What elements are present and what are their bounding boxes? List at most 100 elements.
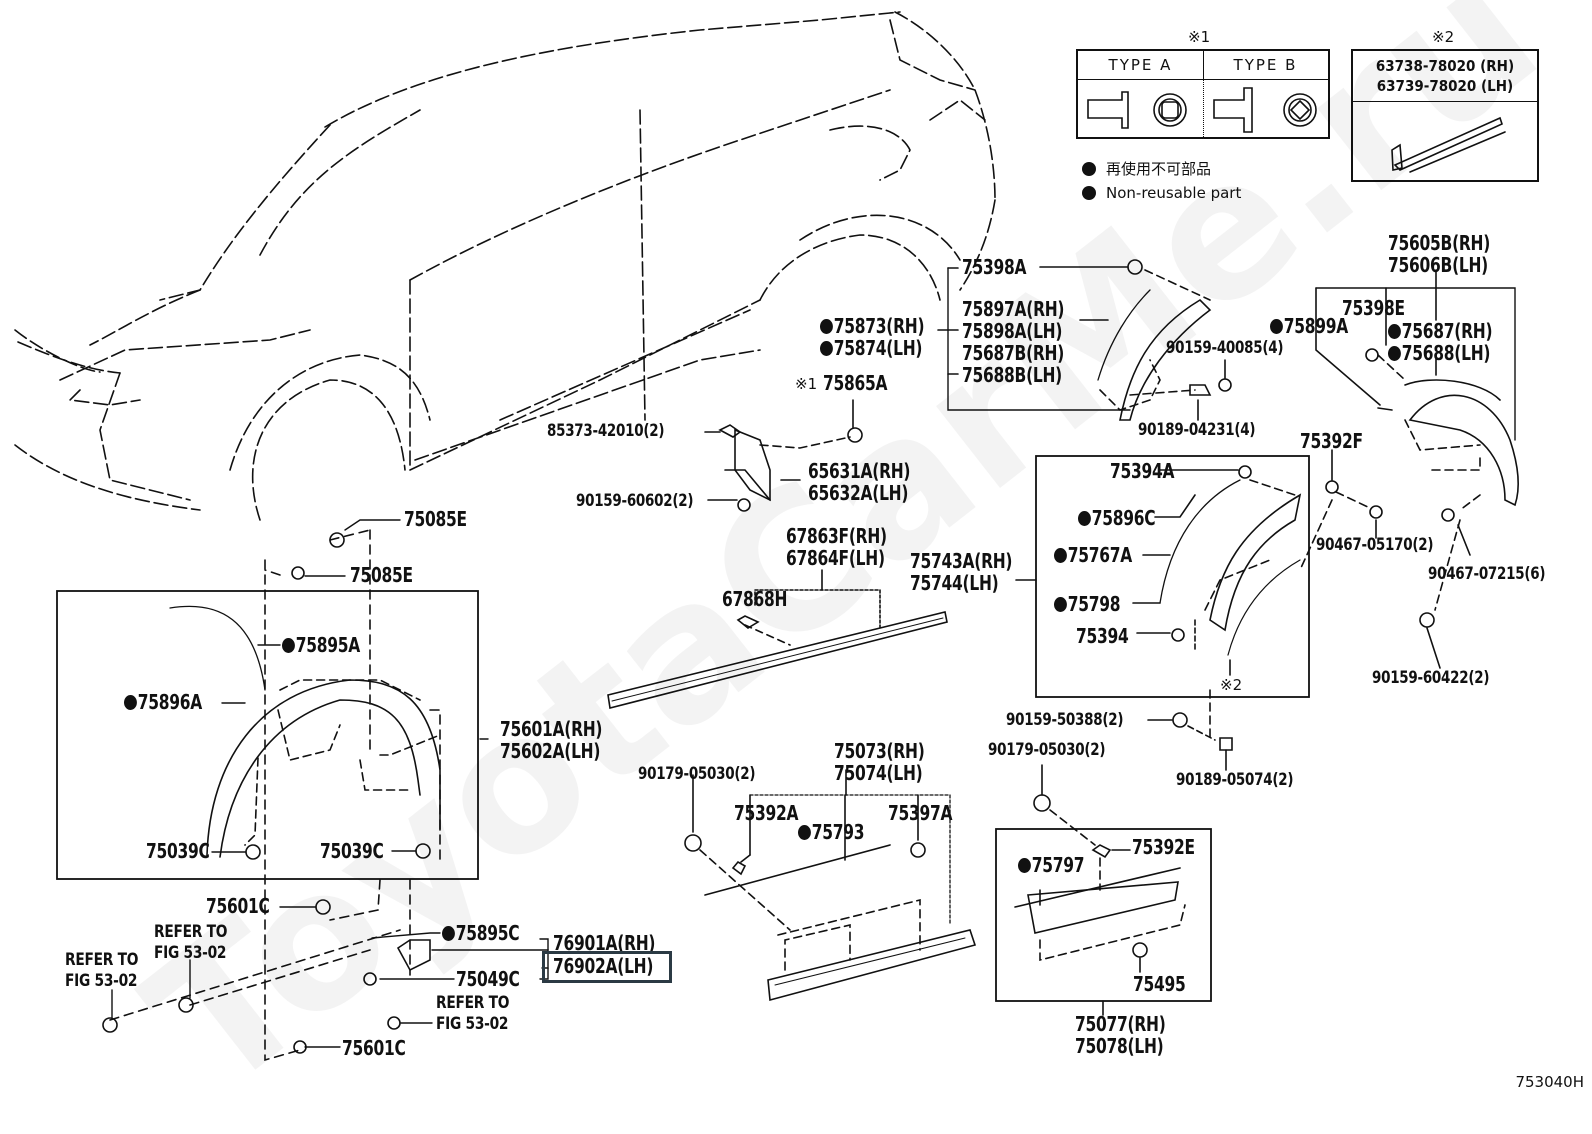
center-rear-parts — [937, 259, 1232, 421]
part-label-90467-05170[interactable]: 90467-05170(2) — [1316, 535, 1434, 555]
part-label-75073[interactable]: 75073(RH) — [834, 739, 925, 763]
part-label-75797[interactable]: 75797 — [1018, 854, 1085, 876]
rear-wheel-flare — [1315, 269, 1520, 669]
part-label-75874[interactable]: 75874(LH) — [820, 337, 922, 359]
part-label-75085E-upper[interactable]: 75085E — [404, 507, 467, 531]
part-label-75873[interactable]: 75873(RH) — [820, 315, 925, 337]
part-label-75394A[interactable]: 75394A — [1110, 459, 1175, 483]
side-bracket — [704, 399, 863, 512]
legend-part-rh[interactable]: 63738-78020 (RH) — [1375, 57, 1515, 75]
part-label-75039C-left[interactable]: 75039C — [146, 839, 210, 863]
note-2-marker: ※2 — [1432, 28, 1455, 46]
rear-door-flare — [1015, 449, 1383, 741]
rear-rocker-moulding — [1014, 844, 1186, 1016]
part-label-75897A[interactable]: 75897A(RH) — [962, 297, 1065, 321]
part-label-90467-07215[interactable]: 90467-07215(6) — [1428, 564, 1546, 584]
rear-door-flare-group-box — [1035, 455, 1310, 698]
non-reusable-dot-icon — [1054, 597, 1067, 612]
non-reusable-legend-en: Non-reusable part — [1082, 184, 1241, 202]
part-label-90159-60422[interactable]: 90159-60422(2) — [1372, 668, 1490, 688]
part-label-75074[interactable]: 75074(LH) — [834, 761, 923, 785]
guide-lines-left — [109, 529, 441, 1062]
part-label-75744[interactable]: 75744(LH) — [910, 571, 999, 595]
part-label-90159-50388[interactable]: 90159-50388(2) — [1006, 710, 1124, 730]
front-flare-group-box — [56, 590, 479, 880]
part-label-90159-40085[interactable]: 90159-40085(4) — [1166, 338, 1284, 358]
fasteners-left — [102, 532, 431, 1054]
non-reusable-dot-icon — [442, 926, 455, 941]
parts-diagram-artwork — [14, 11, 1520, 1062]
part-label-75077[interactable]: 75077(RH) — [1075, 1012, 1166, 1036]
non-reusable-dot-icon — [1082, 161, 1096, 176]
part-label-75398E[interactable]: 75398E — [1342, 296, 1405, 320]
part-label-90179-05030-left[interactable]: 90179-05030(2) — [638, 764, 756, 784]
part-label-76901A[interactable]: 76901A(RH) — [553, 931, 656, 955]
part-label-90179-05030-right[interactable]: 90179-05030(2) — [988, 740, 1106, 760]
front-rocker-moulding — [684, 769, 977, 1002]
part-label-75688[interactable]: 75688(LH) — [1388, 342, 1490, 364]
part-label-75606B[interactable]: 75606B(LH) — [1388, 253, 1489, 277]
note-2-marker-75394: ※2 — [1220, 676, 1243, 694]
part-label-75687[interactable]: 75687(RH) — [1388, 320, 1493, 342]
part-label-67863F[interactable]: 67863F(RH) — [786, 524, 887, 548]
part-label-75687B[interactable]: 75687B(RH) — [962, 341, 1065, 365]
part-label-75392A[interactable]: 75392A — [734, 801, 799, 825]
part-label-75896C[interactable]: 75896C — [1078, 507, 1156, 529]
non-reusable-dot-icon — [820, 341, 833, 356]
note-1-marker-75865A: ※1 — [795, 375, 818, 393]
leader-lines-left — [111, 519, 549, 1048]
part-label-90159-60602[interactable]: 90159-60602(2) — [576, 491, 694, 511]
part-label-75767A[interactable]: 75767A — [1054, 544, 1132, 566]
non-reusable-dot-icon — [282, 638, 295, 653]
non-reusable-dot-icon — [1388, 346, 1401, 361]
part-label-65632A[interactable]: 65632A(LH) — [808, 481, 909, 505]
part-label-75392F[interactable]: 75392F — [1300, 429, 1363, 453]
type-a-clip-illustration — [1087, 91, 1187, 129]
non-reusable-dot-icon — [1270, 319, 1283, 334]
refer-to-fig-53-02-link[interactable]: REFER TO FIG 53-02 — [154, 922, 228, 963]
non-reusable-legend-jp: 再使用不可部品 — [1082, 158, 1211, 179]
type-b-header: TYPE B — [1203, 51, 1328, 80]
part-label-75495[interactable]: 75495 — [1133, 972, 1186, 996]
part-label-75895C[interactable]: 75895C — [442, 922, 520, 944]
part-label-75039C-right[interactable]: 75039C — [320, 839, 384, 863]
legend-part-lh[interactable]: 63739-78020 (LH) — [1376, 77, 1514, 95]
part-label-75896A[interactable]: 75896A — [124, 691, 202, 713]
part-label-75049C[interactable]: 75049C — [456, 967, 520, 991]
vehicle-outline — [14, 11, 996, 521]
part-label-90189-04231[interactable]: 90189-04231(4) — [1138, 420, 1256, 440]
part-label-75895A[interactable]: 75895A — [282, 634, 360, 656]
non-reusable-dot-icon — [1082, 186, 1096, 200]
part-label-75392E[interactable]: 75392E — [1132, 835, 1195, 859]
part-label-75398A[interactable]: 75398A — [962, 255, 1027, 279]
refer-to-fig-53-02-link[interactable]: REFER TO FIG 53-02 — [436, 993, 510, 1034]
part-label-75601C-upper[interactable]: 75601C — [206, 894, 270, 918]
part-label-75602A[interactable]: 75602A(LH) — [500, 739, 601, 763]
part-label-75899A[interactable]: 75899A — [1270, 315, 1348, 337]
part-label-75793[interactable]: 75793 — [798, 821, 865, 843]
part-label-75394[interactable]: 75394 — [1076, 624, 1129, 648]
part-label-67868H[interactable]: 67868H — [722, 587, 788, 611]
part-label-75865A[interactable]: 75865A — [823, 371, 888, 395]
part-label-75743A[interactable]: 75743A(RH) — [910, 549, 1013, 573]
type-a-header: TYPE A — [1078, 51, 1204, 80]
part-label-75688B[interactable]: 75688B(LH) — [962, 363, 1063, 387]
front-wheel-flare — [169, 605, 441, 858]
part-label-75601C-lower[interactable]: 75601C — [342, 1036, 406, 1060]
note-1-marker: ※1 — [1188, 28, 1211, 46]
part-label-75397A[interactable]: 75397A — [888, 801, 953, 825]
part-label-85373-42010[interactable]: 85373-42010(2) — [547, 421, 665, 441]
part-label-75078[interactable]: 75078(LH) — [1075, 1034, 1164, 1058]
refer-to-fig-53-02-link[interactable]: REFER TO FIG 53-02 — [65, 950, 139, 991]
part-label-90189-05074[interactable]: 90189-05074(2) — [1176, 770, 1294, 790]
part-label-75898A[interactable]: 75898A(LH) — [962, 319, 1063, 343]
part-label-76902A[interactable]: 76902A(LH) — [553, 954, 654, 978]
part-label-75601A[interactable]: 75601A(RH) — [500, 717, 603, 741]
part-label-65631A[interactable]: 65631A(RH) — [808, 459, 911, 483]
part-label-67864F[interactable]: 67864F(LH) — [786, 546, 885, 570]
part-label-75798[interactable]: 75798 — [1054, 593, 1121, 615]
part-label-75085E-lower[interactable]: 75085E — [350, 563, 413, 587]
part-label-75605B[interactable]: 75605B(RH) — [1388, 231, 1491, 255]
non-reusable-dot-icon — [1078, 511, 1091, 526]
type-b-clip-illustration — [1213, 87, 1317, 133]
